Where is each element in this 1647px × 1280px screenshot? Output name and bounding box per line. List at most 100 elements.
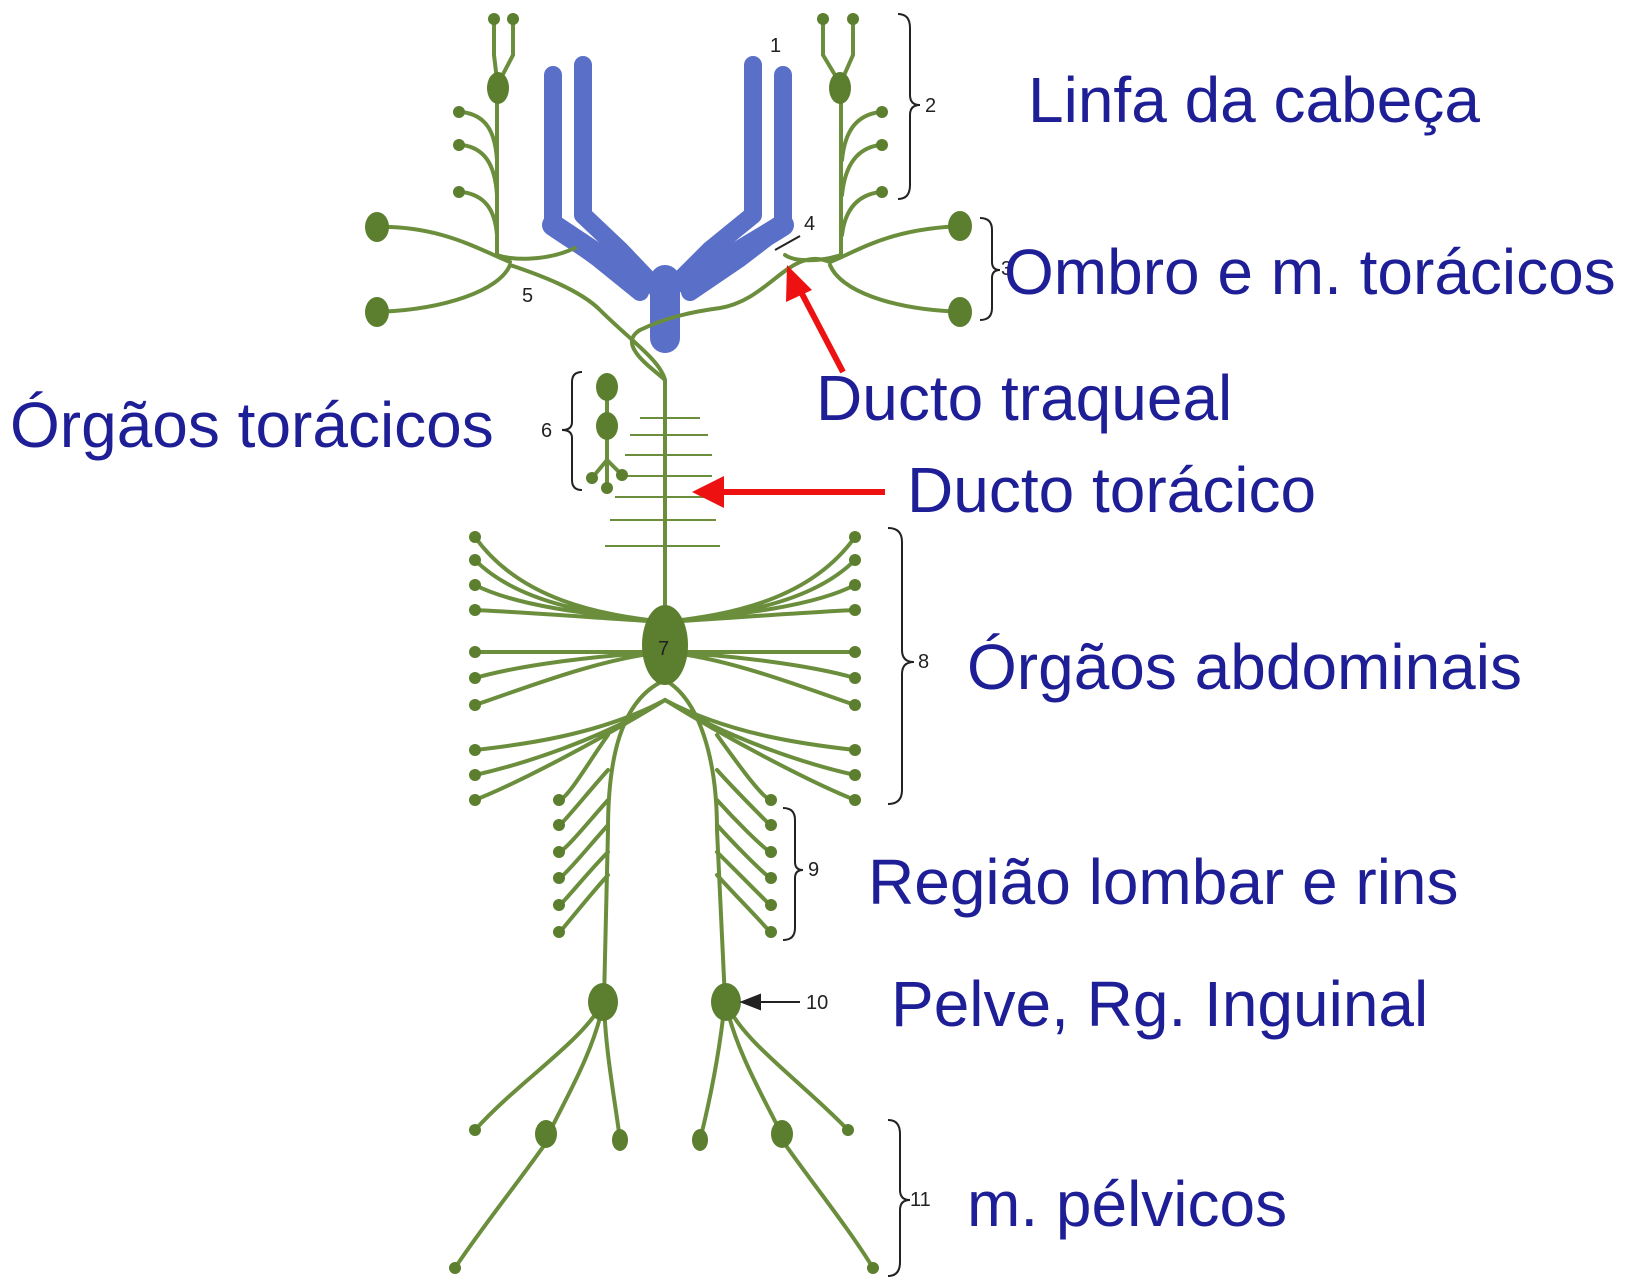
node	[507, 13, 519, 25]
node	[601, 482, 613, 494]
node	[849, 579, 861, 591]
venous-system	[542, 56, 794, 353]
node	[535, 1120, 557, 1148]
left-tracheal-duct	[508, 263, 667, 382]
callout-10-arrowhead	[739, 993, 761, 1011]
right-tracheal-duct	[630, 256, 832, 382]
node	[449, 1262, 461, 1274]
node	[469, 672, 481, 684]
node	[849, 744, 861, 756]
node	[469, 604, 481, 616]
number-1: 1	[770, 35, 781, 57]
node	[469, 1124, 481, 1136]
node	[948, 297, 972, 327]
node	[765, 846, 777, 858]
node	[365, 297, 389, 327]
node	[469, 744, 481, 756]
number-callouts: 1 2 3 4 5 6 7 8 9 10 11	[522, 35, 1012, 1211]
callout-lines	[739, 235, 801, 1011]
node	[849, 794, 861, 806]
brace-9	[782, 807, 804, 941]
node	[842, 1124, 854, 1136]
head-right-branches	[839, 93, 882, 257]
node	[876, 139, 888, 151]
node	[469, 769, 481, 781]
label-pelvis-inguinal: Pelve, Rg. Inguinal	[891, 968, 1429, 1040]
cisterna-chyli-node	[642, 605, 688, 685]
node	[553, 846, 565, 858]
number-5: 5	[522, 285, 533, 307]
label-pelvic-muscles: m. pélvicos	[967, 1168, 1288, 1240]
number-6: 6	[541, 420, 552, 442]
node	[453, 106, 465, 118]
node	[612, 1129, 628, 1151]
label-tracheal-duct: Ducto traqueal	[816, 362, 1233, 434]
node	[453, 186, 465, 198]
brachiocephalic-right	[679, 214, 794, 296]
node	[487, 72, 509, 104]
label-thoracic-organs: Órgãos torácicos	[10, 389, 494, 461]
thoracic-duct-plexus	[605, 417, 720, 547]
thoracic-duct-arrowhead	[692, 476, 724, 508]
number-10: 10	[806, 992, 828, 1014]
node	[553, 794, 565, 806]
node	[849, 769, 861, 781]
node	[553, 926, 565, 938]
red-pointers	[692, 265, 885, 508]
node	[771, 1120, 793, 1148]
node	[553, 819, 565, 831]
node	[453, 139, 465, 151]
node	[849, 554, 861, 566]
head-right-vessels	[821, 18, 855, 82]
node	[876, 186, 888, 198]
iliac-node-right	[711, 983, 741, 1021]
node	[692, 1129, 708, 1151]
node	[765, 794, 777, 806]
callout-4-line	[774, 235, 801, 251]
brachiocephalic-left	[542, 214, 651, 296]
brace-6	[561, 371, 583, 491]
iliac-node-left	[588, 983, 618, 1021]
brace-8	[887, 527, 915, 805]
label-head-lymph: Linfa da cabeça	[1028, 64, 1480, 136]
number-8: 8	[918, 651, 929, 673]
lymph-nodes	[365, 13, 972, 1274]
label-lumbar-kidneys: Região lombar e rins	[868, 846, 1459, 918]
number-11: 11	[910, 1189, 931, 1211]
node	[849, 604, 861, 616]
lumbar-left-branches	[558, 733, 610, 934]
node	[849, 531, 861, 543]
head-left-branches	[460, 93, 499, 257]
pelvic-right-vessels	[698, 998, 875, 1270]
node	[616, 469, 628, 481]
node	[365, 212, 389, 242]
node	[765, 926, 777, 938]
node	[867, 1262, 879, 1274]
brace-3	[979, 217, 1001, 321]
node	[849, 699, 861, 711]
brace-2	[897, 13, 921, 200]
node	[596, 373, 618, 401]
node	[765, 899, 777, 911]
node	[469, 554, 481, 566]
pelvic-left-vessels	[453, 998, 622, 1270]
node	[849, 672, 861, 684]
lumbar-right-branches	[715, 733, 772, 934]
label-thoracic-duct: Ducto torácico	[907, 454, 1317, 526]
node	[948, 211, 972, 241]
number-2: 2	[925, 95, 936, 117]
number-9: 9	[808, 859, 819, 881]
node	[596, 412, 618, 440]
node	[469, 579, 481, 591]
node	[488, 13, 500, 25]
head-left-vessels	[492, 18, 515, 82]
node	[469, 531, 481, 543]
shoulder-left-vessels	[373, 224, 577, 314]
number-4: 4	[804, 213, 815, 235]
label-abdominal-organs: Órgãos abdominais	[967, 631, 1522, 703]
abdominal-right-vessels	[663, 535, 857, 802]
node	[553, 872, 565, 884]
node	[469, 794, 481, 806]
lumbar-trunks	[602, 678, 727, 1002]
